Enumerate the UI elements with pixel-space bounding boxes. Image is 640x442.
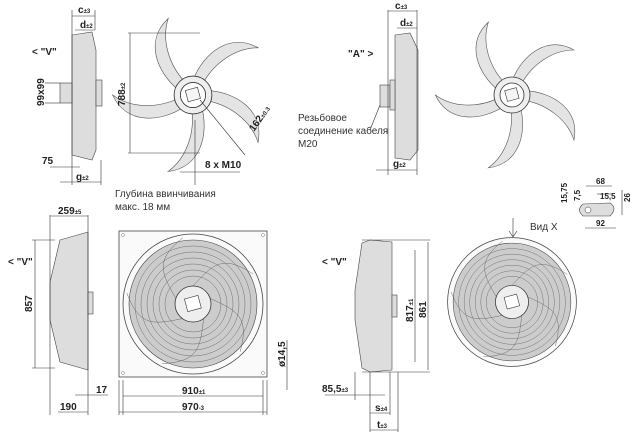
svg-text:Глубина ввинчивания: Глубина ввинчивания [115, 188, 216, 200]
svg-text:85,5±3: 85,5±3 [322, 384, 349, 395]
svg-text:< "V": < "V" [322, 257, 347, 268]
top-fan-front-view: 788±2 162±0.3 8 x M10 Глубина ввинчивани… [108, 16, 272, 213]
svg-text:910±1: 910±1 [182, 386, 206, 397]
square-panel-fan: 910±1 970-3 ø14,5 [118, 230, 288, 415]
svg-text:d±2: d±2 [80, 20, 93, 31]
terminal-box-detail: 15,75 7,5 68 15,5 26 92 Вид X [508, 177, 632, 238]
svg-text:99x99: 99x99 [36, 78, 47, 106]
svg-text:788±2: 788±2 [117, 82, 128, 106]
svg-text:8 x M10: 8 x M10 [205, 160, 242, 171]
view-label: < "V" [32, 47, 57, 58]
svg-text:861: 861 [418, 301, 429, 318]
svg-text:соединение кабеля: соединение кабеля [298, 125, 388, 137]
svg-text:17: 17 [96, 385, 108, 396]
svg-text:M20: M20 [298, 139, 318, 150]
bottom-left-side-view: 259±5 < "V" 857 17 190 [8, 206, 108, 415]
svg-text:Резьбовое: Резьбовое [298, 112, 347, 124]
bottom-right-guard-view [444, 237, 577, 367]
svg-text:15,5: 15,5 [600, 192, 616, 201]
top-right-fan-rear-view [431, 20, 580, 173]
svg-text:68: 68 [596, 177, 605, 186]
svg-text:857: 857 [24, 295, 35, 312]
svg-text:970-3: 970-3 [182, 402, 205, 413]
cable-gland-note: Резьбовое соединение кабеля M20 [298, 104, 388, 150]
svg-text:< "V": < "V" [8, 257, 33, 268]
svg-text:7,5: 7,5 [573, 189, 582, 201]
svg-text:t±3: t±3 [377, 420, 388, 431]
top-left-side-view: c±3 d±2 < "V" 99x99 75 g±2 [32, 5, 103, 185]
svg-text:190: 190 [60, 402, 77, 413]
svg-text:s±4: s±4 [375, 403, 388, 414]
svg-text:ø14,5: ø14,5 [277, 341, 288, 367]
svg-text:26: 26 [623, 193, 632, 202]
svg-text:Вид X: Вид X [530, 222, 558, 233]
svg-text:c±3: c±3 [78, 5, 91, 16]
svg-text:817±1: 817±1 [405, 298, 416, 322]
svg-text:"A" >: "A" > [348, 49, 373, 60]
svg-text:g±2: g±2 [76, 172, 89, 183]
svg-text:d±2: d±2 [400, 18, 413, 29]
svg-text:259±5: 259±5 [58, 206, 82, 217]
top-right-side-view: c±3 d±2 "A" > g±2 [348, 1, 419, 175]
svg-text:92: 92 [596, 219, 605, 228]
svg-text:15,75: 15,75 [560, 182, 569, 203]
svg-text:g±2: g±2 [393, 159, 406, 170]
bottom-right-side-view: < "V" 817±1 861 85,5±3 s±4 t±3 [322, 239, 430, 432]
svg-text:75: 75 [42, 156, 54, 167]
svg-text:макс. 18 мм: макс. 18 мм [115, 202, 170, 213]
svg-text:c±3: c±3 [395, 1, 408, 12]
